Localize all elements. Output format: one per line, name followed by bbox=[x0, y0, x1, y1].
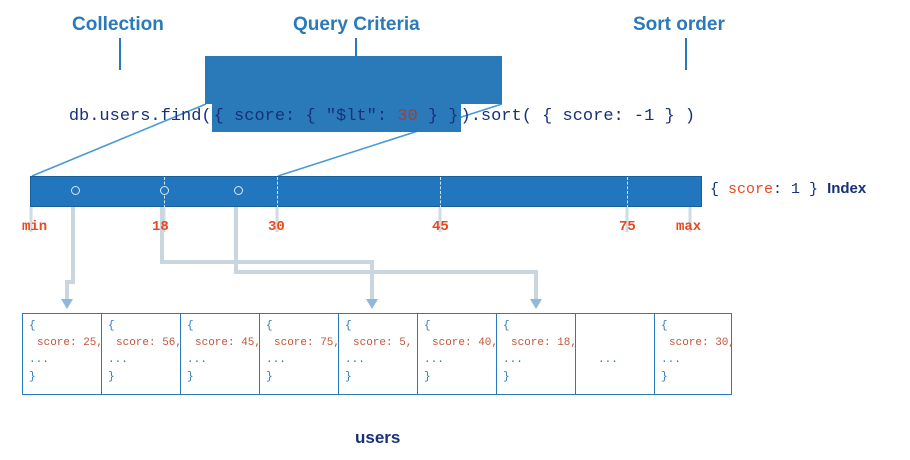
doc-close-brace: } bbox=[345, 371, 352, 383]
doc-open-brace: { bbox=[503, 320, 510, 332]
document-cell[interactable]: { score: 30, ... } bbox=[655, 314, 736, 394]
bar-divider bbox=[627, 177, 628, 208]
document-cell-ellipsis: ... bbox=[576, 314, 655, 394]
doc-score-field: score: 18, bbox=[511, 337, 578, 349]
doc-open-brace: { bbox=[29, 320, 36, 332]
bar-marker-dot bbox=[234, 186, 243, 195]
doc-score-field: score: 75, bbox=[274, 337, 341, 349]
doc-ellipsis: ... bbox=[661, 354, 681, 366]
doc-close-brace: } bbox=[108, 371, 115, 383]
tick-label-30: 30 bbox=[268, 219, 285, 235]
doc-close-brace: } bbox=[266, 371, 273, 383]
code-suffix: ).sort( { score: -1 } ) bbox=[460, 107, 696, 126]
doc-score-field: score: 40, bbox=[432, 337, 499, 349]
doc-open-brace: { bbox=[187, 320, 194, 332]
doc-ellipsis: ... bbox=[29, 354, 49, 366]
index-caption-open: { bbox=[710, 181, 729, 198]
label-collection: Collection bbox=[72, 14, 164, 35]
doc-close-brace: } bbox=[187, 371, 194, 383]
bar-marker-dot bbox=[160, 186, 169, 195]
doc-ellipsis: ... bbox=[187, 354, 207, 366]
document-row: { score: 25, ... } { score: 56, ... } { … bbox=[22, 313, 736, 395]
index-bar[interactable] bbox=[30, 176, 702, 208]
doc-score-field: score: 30, bbox=[669, 337, 736, 349]
doc-close-brace: } bbox=[424, 371, 431, 383]
document-cell[interactable]: { score: 75, ... } bbox=[260, 314, 341, 394]
doc-score-field: score: 56, bbox=[116, 337, 183, 349]
doc-ellipsis: ... bbox=[345, 354, 365, 366]
index-caption-key: score bbox=[728, 181, 774, 198]
code-criteria-value: 30 bbox=[397, 107, 418, 126]
doc-ellipsis: ... bbox=[266, 354, 286, 366]
bar-to-docs-connectors bbox=[65, 200, 538, 302]
doc-open-brace: { bbox=[424, 320, 431, 332]
query-criteria-highlight bbox=[205, 56, 502, 104]
index-caption-mid: : 1 } bbox=[773, 181, 819, 198]
doc-score-field: score: 5, bbox=[353, 337, 413, 349]
code-criteria-open: { score: { "$lt": bbox=[213, 107, 398, 126]
bar-divider bbox=[277, 177, 278, 208]
code-criteria-close: } } bbox=[417, 107, 459, 126]
bar-marker-dot bbox=[71, 186, 80, 195]
document-cell[interactable]: { score: 40, ... } bbox=[418, 314, 499, 394]
tick-label-18: 18 bbox=[152, 219, 169, 235]
document-cell[interactable]: { score: 45, ... } bbox=[181, 314, 262, 394]
code-prefix: db.users.find( bbox=[68, 107, 212, 126]
doc-score-field: score: 45, bbox=[195, 337, 262, 349]
tick-stems bbox=[29, 207, 692, 232]
index-caption-word: Index bbox=[827, 180, 867, 197]
doc-ellipsis: ... bbox=[503, 354, 523, 366]
bar-divider bbox=[440, 177, 441, 208]
connector-arrowheads bbox=[61, 299, 542, 309]
doc-close-brace: } bbox=[661, 371, 668, 383]
document-cell[interactable]: { score: 56, ... } bbox=[102, 314, 183, 394]
document-cell[interactable]: { score: 25, ... } bbox=[23, 314, 104, 394]
document-cell[interactable]: { score: 5, ... } bbox=[339, 314, 418, 394]
tick-label-75: 75 bbox=[619, 219, 636, 235]
document-cell[interactable]: { score: 18, ... } bbox=[497, 314, 578, 394]
code-criteria: { score: { "$lt": 30 } } bbox=[211, 102, 461, 132]
index-caption: { score: 1 } Index bbox=[710, 180, 866, 198]
doc-open-brace: { bbox=[266, 320, 273, 332]
label-query-criteria: Query Criteria bbox=[293, 14, 420, 35]
query-code-line[interactable]: db.users.find({ score: { "$lt": 30 } }).… bbox=[28, 72, 695, 132]
tick-label-min: min bbox=[22, 219, 48, 235]
label-sort-order: Sort order bbox=[633, 14, 725, 35]
doc-ellipsis: ... bbox=[598, 354, 618, 366]
doc-ellipsis: ... bbox=[108, 354, 128, 366]
doc-score-field: score: 25, bbox=[37, 337, 104, 349]
doc-open-brace: { bbox=[661, 320, 668, 332]
doc-open-brace: { bbox=[108, 320, 115, 332]
doc-close-brace: } bbox=[503, 371, 510, 383]
doc-ellipsis: ... bbox=[424, 354, 444, 366]
tick-label-max: max bbox=[676, 219, 702, 235]
tick-label-45: 45 bbox=[432, 219, 449, 235]
doc-open-brace: { bbox=[345, 320, 352, 332]
doc-close-brace: } bbox=[29, 371, 36, 383]
document-row-label: users bbox=[355, 428, 401, 447]
